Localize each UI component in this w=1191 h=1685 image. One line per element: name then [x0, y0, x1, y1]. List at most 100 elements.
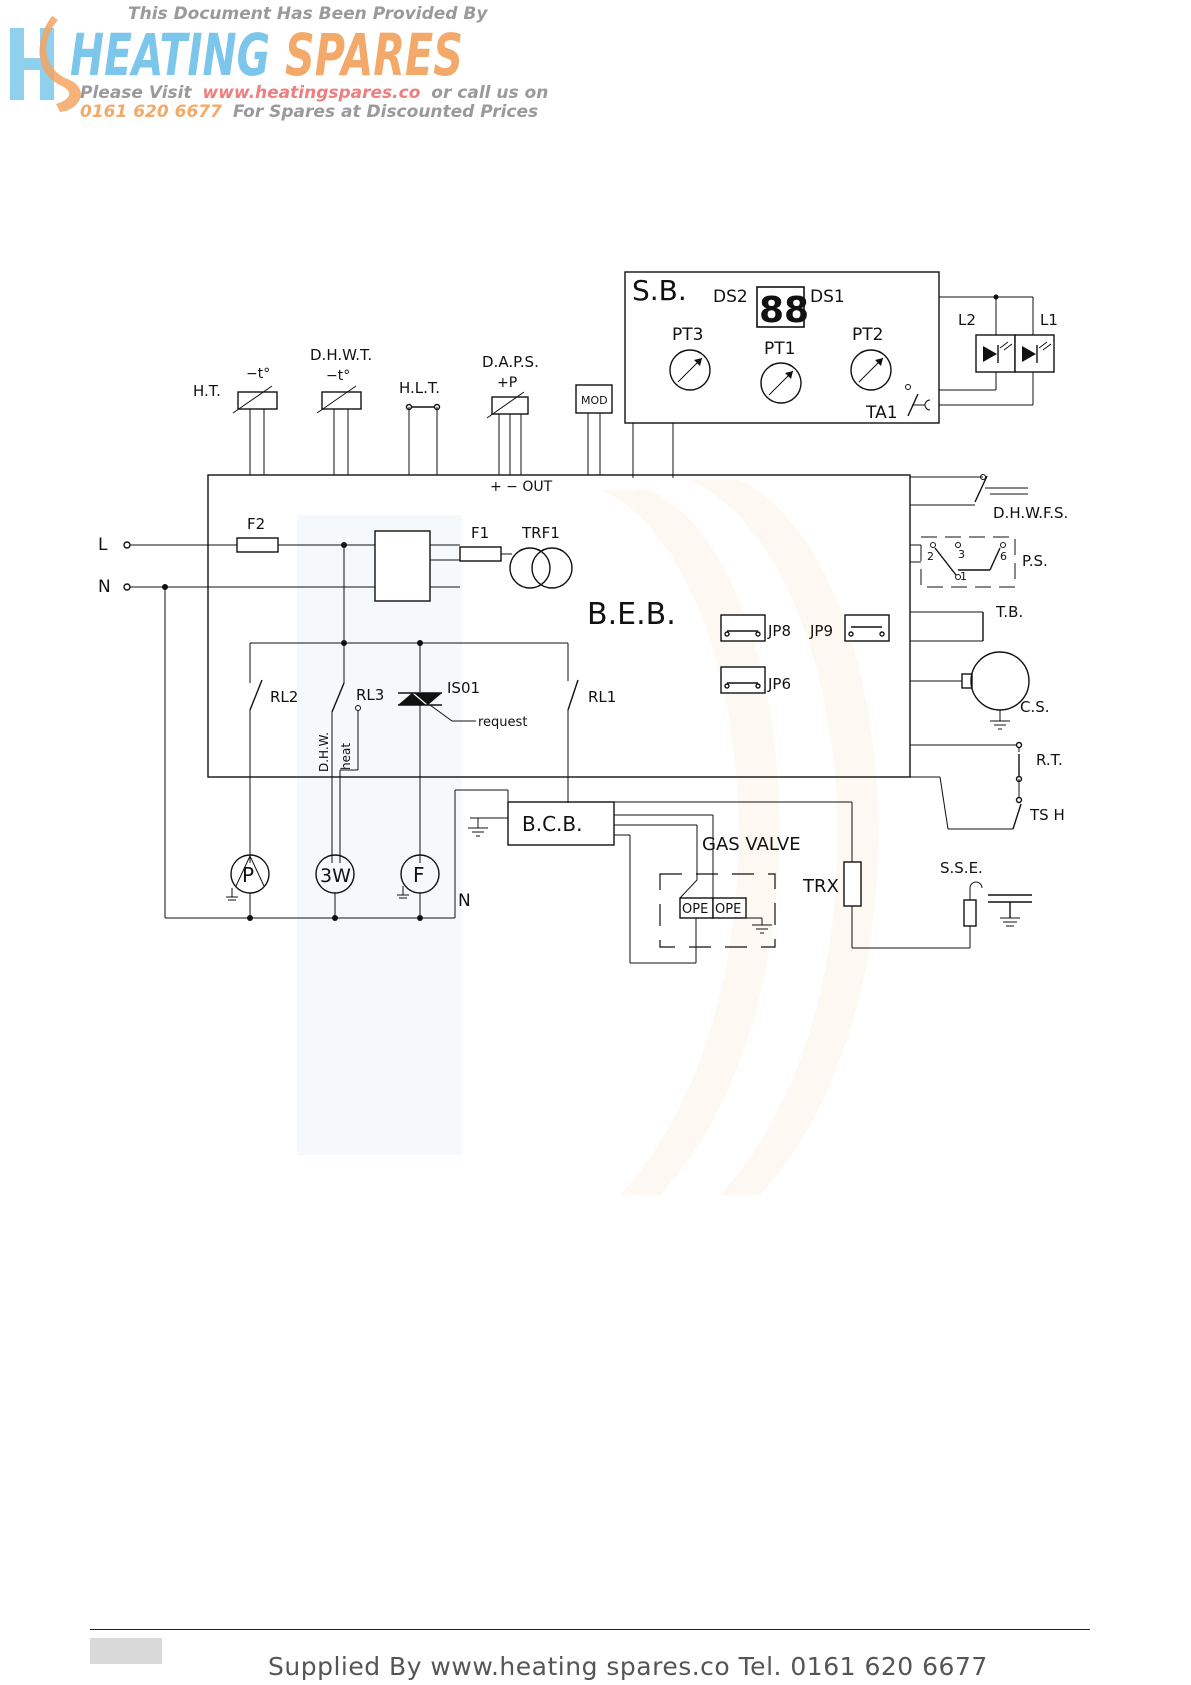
jp8-label: JP8 [767, 622, 791, 640]
watermark-brand-heating: HEATING [70, 21, 270, 89]
cs-label: C.S. [1020, 698, 1050, 716]
heat-label: heat [339, 743, 353, 770]
led-l1-l2: L2 L1 [939, 294, 1058, 406]
daps-label: D.A.P.S. [482, 353, 539, 371]
sb-label: S.B. [632, 274, 687, 307]
jp9-jumper: JP9 [809, 614, 890, 642]
request-label: request [478, 715, 527, 730]
daps-pressure-label: +P [497, 375, 517, 391]
watermark-phone-suffix: For Spares at Discounted Prices [233, 102, 538, 122]
rl2-relay: RL2 [249, 643, 298, 863]
mod-connector: MOD [575, 384, 613, 475]
trf1-transformer: TRF1 [509, 524, 573, 589]
rl2-label: RL2 [270, 688, 298, 706]
page-number-tab [90, 1638, 162, 1664]
pump-label: P [242, 863, 254, 887]
trx-label: TRX [802, 876, 839, 897]
gas-valve-label: GAS VALVE [702, 834, 801, 855]
bcb-label: B.C.B. [522, 812, 582, 836]
led-l2-icon [983, 346, 997, 362]
footer-supplied-by: Supplied By www.heating spares.co Tel. 0… [268, 1652, 988, 1681]
ps-pin-6: 6 [1000, 550, 1007, 563]
tb-label: T.B. [995, 603, 1023, 621]
heating-spares-logo: This Document Has Been Provided By HEATI… [10, 4, 548, 122]
ds1-label: DS1 [810, 287, 845, 307]
three-way-valve: 3W [315, 854, 355, 921]
ds2-label: DS2 [713, 287, 748, 307]
n-label: N [98, 577, 111, 597]
dhwfs-label: D.H.W.F.S. [993, 504, 1068, 522]
rl1-label: RL1 [588, 688, 616, 706]
watermark-visit-url: www.heatingspares.co [203, 83, 421, 103]
ps-pin-1: 1 [960, 570, 967, 583]
trf1-label: TRF1 [521, 524, 560, 542]
gas-valve: GAS VALVE OPE OPE [614, 814, 801, 964]
jp9-label: JP9 [809, 622, 833, 640]
pt1-potentiometer [760, 362, 802, 404]
bcb-board: B.C.B. [454, 789, 615, 918]
f1-label: F1 [471, 524, 489, 542]
pt2-label: PT2 [852, 325, 883, 345]
fan: F [397, 854, 440, 921]
three-way-valve-label: 3W [320, 865, 351, 887]
dhwt-label: D.H.W.T. [310, 346, 372, 364]
cs-sensor: C.S. [910, 651, 1050, 730]
ps-pin-2: 2 [927, 550, 934, 563]
pump: P [226, 854, 270, 921]
watermark-top-line: This Document Has Been Provided By [128, 4, 488, 24]
power-block [374, 530, 431, 602]
ope-1-label: OPE [682, 902, 708, 917]
trx-transformer: TRX [614, 801, 970, 949]
ps-switch: 2 3 6 1 P.S. [910, 536, 1048, 588]
sb-board: S.B. DS2 88 DS1 PT3 PT1 PT2 TA1 [624, 271, 940, 424]
jp8-jumper: JP8 [720, 614, 791, 642]
watermark-phone: 0161 620 6677 [80, 102, 222, 122]
tb-thermostat: T.B. [910, 603, 1023, 642]
n-output-label: N [458, 891, 471, 911]
f1-fuse: F1 [459, 524, 512, 562]
sse-electrode: S.S.E. [940, 859, 1032, 948]
ta1-switch [905, 384, 931, 417]
out-label: + − OUT [490, 479, 553, 495]
ps-label: P.S. [1022, 552, 1048, 570]
l2-label: L2 [958, 311, 976, 329]
svg-text:Please Visit www.heating: Please Visit www.heatingspares.co or cal… [80, 83, 548, 103]
jp6-label: JP6 [767, 675, 791, 693]
ht-sensor: H.T. −t° [193, 366, 278, 475]
is01-label: IS01 [447, 679, 480, 697]
l-label: L [98, 535, 108, 555]
ope-2-label: OPE [715, 902, 741, 917]
rl3-label: RL3 [356, 686, 384, 704]
f2-fuse: F2 [236, 515, 279, 553]
fan-label: F [413, 863, 425, 887]
beb-board: B.E.B. + − OUT [207, 474, 911, 778]
digit-display [756, 286, 805, 328]
digit-display-value: 88 [759, 290, 809, 331]
mod-label: MOD [581, 394, 608, 407]
f2-label: F2 [247, 515, 265, 533]
pt1-label: PT1 [764, 339, 795, 359]
rl1-relay: RL1 [567, 643, 616, 803]
hlt-label: H.L.T. [399, 379, 440, 397]
jp6-jumper: JP6 [720, 666, 791, 694]
ht-temp-label: −t° [246, 366, 270, 382]
dhwt-sensor: D.H.W.T. −t° [310, 346, 372, 475]
tsh-label: TS H [1029, 806, 1065, 824]
rt-thermostat: R.T. [910, 741, 1063, 783]
pt3-label: PT3 [672, 325, 703, 345]
rl3-relay: RL3 D.H.W. heat [317, 643, 384, 863]
ta1-label: TA1 [865, 403, 898, 423]
ps-pin-3: 3 [958, 548, 965, 561]
ht-label: H.T. [193, 382, 221, 400]
dhwt-temp-label: −t° [326, 368, 350, 384]
mains-supply: L N [98, 535, 455, 919]
svg-text:0161 620 6677 For Spares: 0161 620 6677 For Spares at Discounted P… [80, 102, 538, 122]
pt3-potentiometer [669, 349, 711, 391]
footer-rule [90, 1629, 1090, 1630]
dhwfs-switch: D.H.W.F.S. [910, 474, 1068, 522]
watermark-brand-spares: SPARES [285, 21, 463, 89]
sse-label: S.S.E. [940, 859, 983, 877]
pt2-potentiometer [850, 349, 892, 391]
beb-label: B.E.B. [587, 597, 676, 632]
